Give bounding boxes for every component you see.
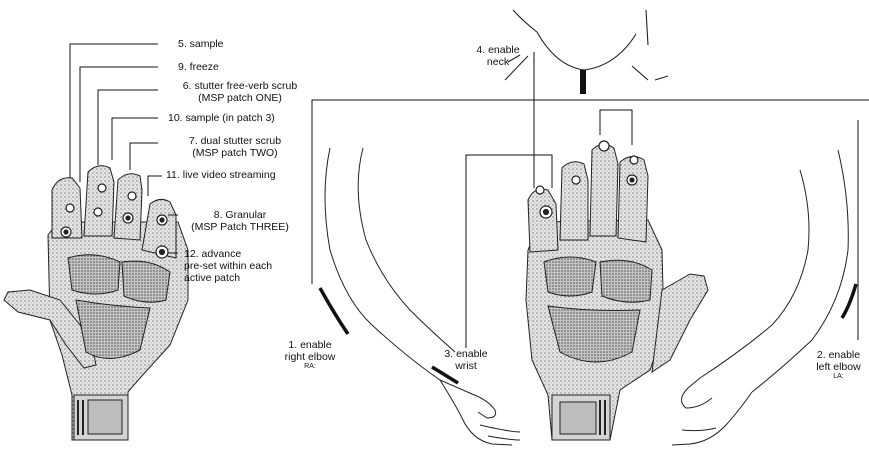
right-glove-index-finger [618,156,648,242]
right-glove-pad-b [600,260,652,302]
label-dual-stutter: 7. dual stutter scrub (MSP patch TWO) [165,135,305,159]
right-glove-pad-a [544,257,596,296]
label-freeze: 9. freeze [178,61,219,73]
left-glove-middle-finger [84,166,114,236]
right-glove-ring-finger [560,162,588,240]
left-glove-ring-finger [114,174,142,240]
right-glove-pinky [528,189,558,252]
label-enable-wrist-line2: wrist [436,360,496,372]
right-elbow-sensor [320,288,348,334]
label-stutter-scrub-sub: (MSP patch ONE) [160,92,320,104]
label-enable-wrist: 3. enable wrist [436,348,496,372]
left-glove [4,166,188,440]
label-advance: 12. advance pre-set within each active p… [184,248,272,284]
label-left-elbow: 2. enable left elbow LA: [808,349,869,381]
left-glove-cuff-strap [88,400,122,434]
label-right-elbow-line2: right elbow [270,351,350,363]
left-glove-pad-a [68,255,120,294]
label-live-video: 11. live video streaming [166,169,276,181]
left-glove-pad-b [122,261,170,302]
label-granular-title: 8. Granular [180,209,300,221]
label-sample-patch3: 10. sample (in patch 3) [168,112,275,124]
label-dual-stutter-title: 7. dual stutter scrub [165,135,305,147]
label-enable-neck-line2: neck [468,56,528,68]
label-advance-line1: 12. advance [184,248,272,260]
label-left-elbow-line2: left elbow [808,361,869,373]
label-enable-neck-line1: 4. enable [468,44,528,56]
right-glove-middle-finger [590,144,618,236]
label-right-elbow: 1. enable right elbow RA: [270,339,350,371]
neck-sensor [580,70,586,94]
label-dual-stutter-sub: (MSP patch TWO) [165,147,305,159]
label-stutter-scrub: 6. stutter free-verb scrub (MSP patch ON… [160,80,320,104]
label-left-elbow-line1: 2. enable [808,349,869,361]
label-right-elbow-tag: RA: [270,363,350,371]
left-glove-pad-c [76,300,150,359]
label-enable-neck: 4. enable neck [468,44,528,68]
label-advance-line3: active patch [184,272,272,284]
label-granular-sub: (MSP Patch THREE) [180,221,300,233]
label-enable-wrist-line1: 3. enable [436,348,496,360]
neck-figure [505,10,668,80]
label-left-elbow-tag: LA: [808,373,869,381]
label-granular: 8. Granular (MSP Patch THREE) [180,209,300,233]
right-glove [526,144,708,440]
label-stutter-scrub-title: 6. stutter free-verb scrub [160,80,320,92]
label-sample: 5. sample [178,38,224,50]
right-arm [325,148,520,445]
label-right-elbow-line1: 1. enable [270,339,350,351]
right-glove-cuff-strap [560,402,596,434]
label-advance-line2: pre-set within each [184,260,272,272]
left-elbow-sensor [842,284,856,318]
